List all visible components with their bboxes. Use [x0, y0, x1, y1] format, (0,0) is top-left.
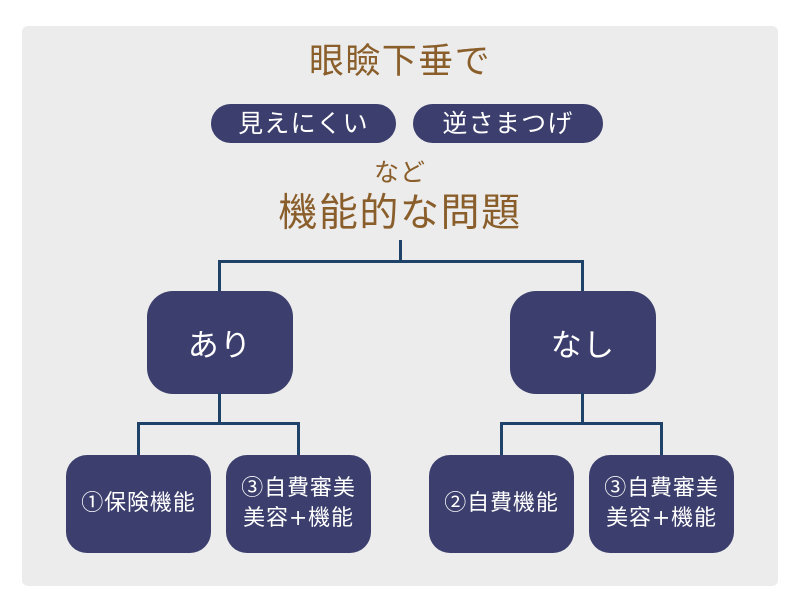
leaf-label-line1: ①保険機能	[81, 491, 196, 516]
connector-root-drop-right	[581, 260, 584, 293]
leaf-node-insurance-function: ①保険機能	[66, 455, 211, 553]
connector-right-bar	[500, 422, 663, 425]
branch-node-no: なし	[510, 291, 656, 394]
root-node-label: 機能的な問題	[278, 191, 522, 236]
connector-left-stem	[218, 393, 221, 424]
connector-right-drop-1	[500, 422, 503, 457]
connector-left-drop-2	[297, 422, 300, 457]
branch-node-yes: あり	[147, 291, 293, 394]
leaf-label-line1: ③自費審美	[241, 476, 356, 501]
leaf-node-selfpay-aesthetic-right: ③自費審美 美容+機能	[589, 455, 734, 553]
leaf-label-line1: ②自費機能	[444, 491, 559, 516]
leaf-label-line2: 美容+機能	[243, 506, 354, 531]
leaf-node-selfpay-function: ②自費機能	[429, 455, 574, 553]
connector-right-drop-2	[660, 422, 663, 457]
leaf-label-line2: 美容+機能	[606, 506, 717, 531]
page-title: 眼瞼下垂で	[308, 42, 491, 82]
connector-root-drop-left	[218, 260, 221, 293]
connector-right-stem	[581, 393, 584, 424]
leaf-node-selfpay-aesthetic-left: ③自費審美 美容+機能	[226, 455, 371, 553]
conjunction-label: など	[373, 158, 426, 187]
symptom-pill-vision: 見えにくい	[211, 104, 396, 143]
connector-left-bar	[137, 422, 300, 425]
connector-root-bar	[218, 260, 584, 263]
leaf-label-line1: ③自費審美	[604, 476, 719, 501]
connector-root-stem	[399, 240, 402, 263]
connector-left-drop-1	[137, 422, 140, 457]
symptom-pill-lashes: 逆さまつげ	[413, 104, 603, 143]
